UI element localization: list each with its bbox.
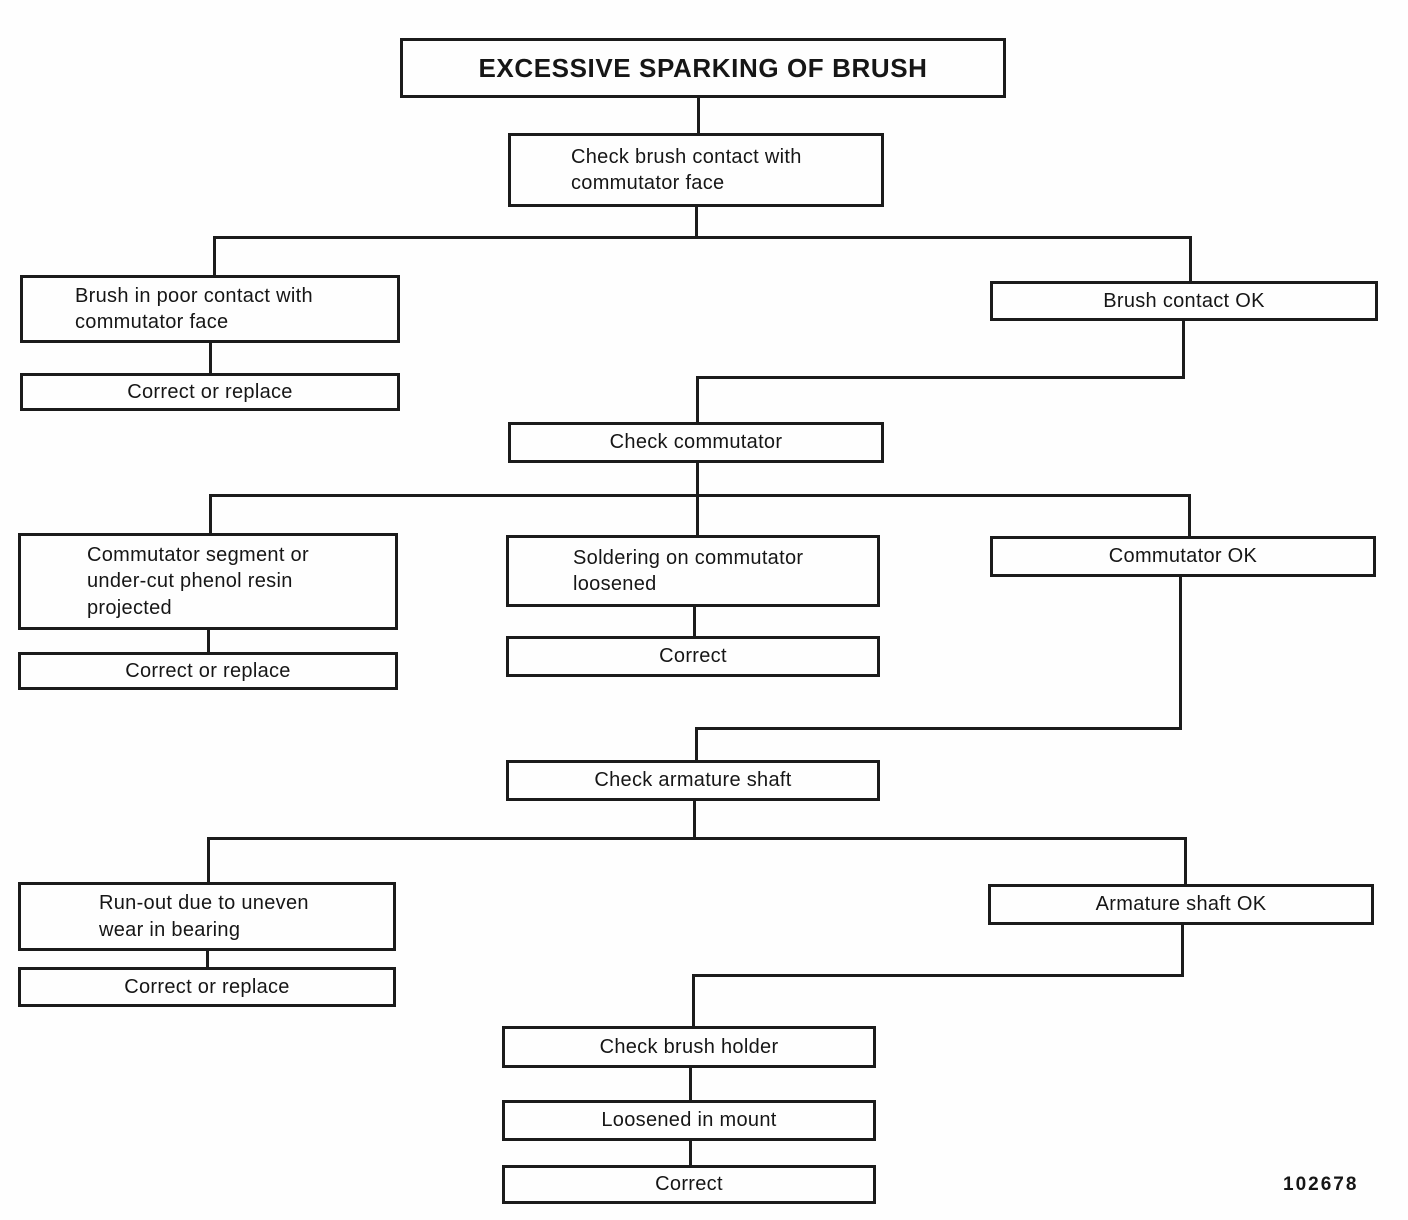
- connector-line: [213, 236, 216, 277]
- node-correct-2: Correct: [502, 1165, 876, 1204]
- connector-line: [1184, 837, 1187, 886]
- node-title: EXCESSIVE SPARKING OF BRUSH: [400, 38, 1006, 98]
- connector-line: [214, 236, 1192, 239]
- connector-line: [1179, 575, 1182, 730]
- connector-line: [1182, 319, 1185, 379]
- node-check-commutator: Check commutator: [508, 422, 884, 463]
- connector-line: [695, 727, 698, 762]
- figure-number: 102678: [1283, 1174, 1359, 1195]
- connector-line: [689, 1139, 692, 1167]
- connector-line: [206, 949, 209, 969]
- connector-line: [208, 837, 1187, 840]
- connector-line: [697, 376, 1185, 379]
- connector-line: [209, 341, 212, 375]
- node-check-brush-contact: Check brush contact with commutator face: [508, 133, 884, 207]
- connector-line: [693, 605, 696, 638]
- node-run-out-bearing: Run-out due to uneven wear in bearing: [18, 882, 396, 951]
- connector-line: [693, 974, 1183, 977]
- connector-line: [696, 461, 699, 537]
- connector-line: [207, 628, 210, 654]
- connector-line: [210, 494, 1191, 497]
- connector-line: [697, 98, 700, 135]
- node-correct-1: Correct: [506, 636, 880, 677]
- node-brush-poor-contact: Brush in poor contact with commutator fa…: [20, 275, 400, 343]
- node-brush-contact-ok: Brush contact OK: [990, 281, 1378, 321]
- node-correct-or-replace-3: Correct or replace: [18, 967, 396, 1007]
- connector-line: [692, 974, 695, 1028]
- connector-line: [1188, 494, 1191, 538]
- connector-line: [696, 376, 699, 424]
- connector-line: [689, 1066, 692, 1102]
- connector-line: [693, 799, 696, 840]
- node-commutator-segment: Commutator segment or under-cut phenol r…: [18, 533, 398, 630]
- connector-line: [1181, 923, 1184, 977]
- node-check-armature-shaft: Check armature shaft: [506, 760, 880, 801]
- connector-line: [1189, 236, 1192, 283]
- node-correct-or-replace-1: Correct or replace: [20, 373, 400, 411]
- node-loosened-in-mount: Loosened in mount: [502, 1100, 876, 1141]
- connector-line: [209, 494, 212, 535]
- connector-line: [696, 727, 1182, 730]
- node-armature-shaft-ok: Armature shaft OK: [988, 884, 1374, 925]
- connector-line: [207, 837, 210, 884]
- connector-line: [695, 205, 698, 238]
- node-commutator-ok: Commutator OK: [990, 536, 1376, 577]
- node-check-brush-holder: Check brush holder: [502, 1026, 876, 1068]
- node-soldering-loosened: Soldering on commutator loosened: [506, 535, 880, 607]
- node-correct-or-replace-2: Correct or replace: [18, 652, 398, 690]
